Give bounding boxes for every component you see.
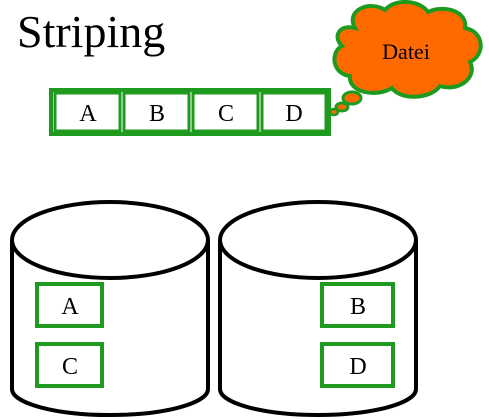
file-block-b-label: B xyxy=(149,101,165,127)
disk-2-top xyxy=(218,200,418,280)
cloud-bubble-small xyxy=(328,107,340,117)
disk-1-top xyxy=(10,200,210,280)
cloud-bubble-medium xyxy=(334,101,350,113)
disk-1-block-a xyxy=(35,282,104,328)
page-title: Striping xyxy=(17,6,166,57)
disk-2-block-b xyxy=(320,282,395,328)
file-block-c xyxy=(191,91,260,133)
file-block-a-label: A xyxy=(79,101,97,127)
file-block-d xyxy=(260,91,328,133)
file-block-c-label: C xyxy=(218,101,234,127)
file-block-d-label: D xyxy=(285,101,302,127)
disk-1-block-c xyxy=(35,342,104,388)
file-cloud: Datei xyxy=(328,0,483,117)
disk-2: B D xyxy=(218,200,418,417)
disk-2-block-d-label: D xyxy=(349,354,366,380)
cloud-shape xyxy=(332,0,483,99)
file-block-a xyxy=(53,91,122,133)
file-block-bar: A B C D xyxy=(49,88,331,136)
cloud-bubble-large xyxy=(341,90,363,106)
disk-1-block-c-label: C xyxy=(62,354,78,380)
disk-2-block-d xyxy=(320,342,395,388)
cloud-label: Datei xyxy=(382,39,430,64)
disk-1-block-a-label: A xyxy=(61,294,79,320)
disk-1: A C xyxy=(10,200,210,417)
file-block-b xyxy=(122,91,191,133)
disk-2-block-b-label: B xyxy=(350,294,366,320)
